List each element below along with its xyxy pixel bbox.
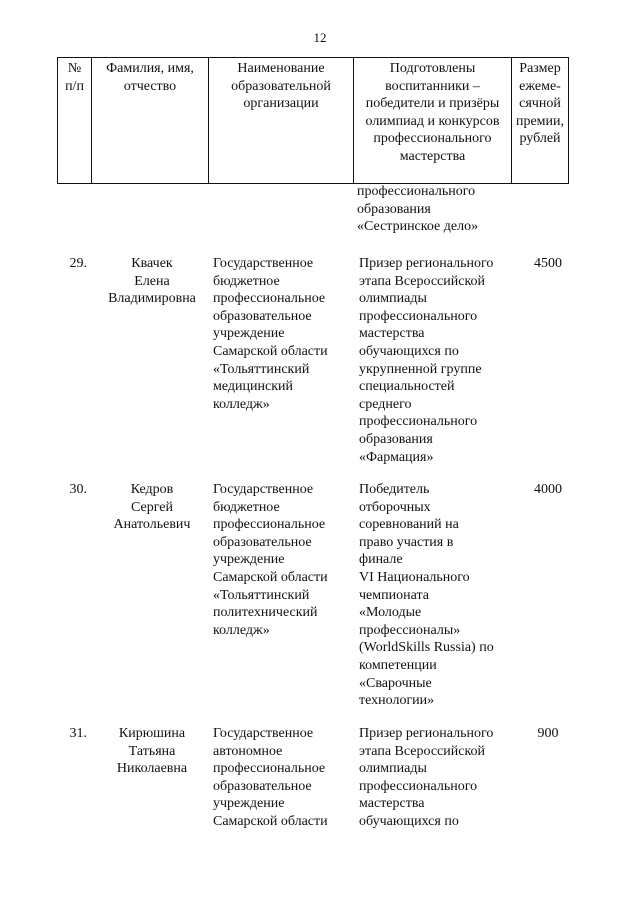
row-achievement: Призер регионального этапа Всероссийской…	[359, 726, 494, 829]
row-organization: Государственное автономное профессиональ…	[213, 726, 328, 829]
header-achievement: Подготовлены воспитанники – победители и…	[353, 57, 512, 184]
row-full-name: Кедров Сергей Анатольевич	[113, 482, 191, 533]
row-prize: 900	[537, 726, 559, 741]
row-number: 31.	[69, 726, 88, 741]
row-organization: Государственное бюджетное профессиональн…	[213, 256, 328, 412]
row-achievement: Призер регионального этапа Всероссийской…	[359, 256, 494, 465]
header-number: № п/п	[57, 57, 92, 184]
header-organization: Наименование образовательной организации	[208, 57, 354, 184]
table-header: № п/п Фамилия, имя, отчество Наименовани…	[57, 57, 569, 184]
row-prize: 4500	[534, 256, 562, 271]
header-full-name: Фамилия, имя, отчество	[91, 57, 209, 184]
row-number: 29.	[69, 256, 88, 271]
header-prize: Размер ежеме- сячной премии, рублей	[511, 57, 569, 184]
continuation-text: профессионального образования «Сестринск…	[357, 184, 479, 235]
row-organization: Государственное бюджетное профессиональн…	[213, 482, 328, 638]
row-number: 30.	[69, 482, 88, 497]
row-full-name: Квачек Елена Владимировна	[108, 256, 196, 307]
row-achievement: Победитель отборочных соревнований на пр…	[359, 482, 494, 709]
row-prize: 4000	[534, 482, 562, 497]
row-full-name: Кирюшина Татьяна Николаевна	[116, 726, 188, 777]
page-number: 12	[313, 30, 327, 45]
